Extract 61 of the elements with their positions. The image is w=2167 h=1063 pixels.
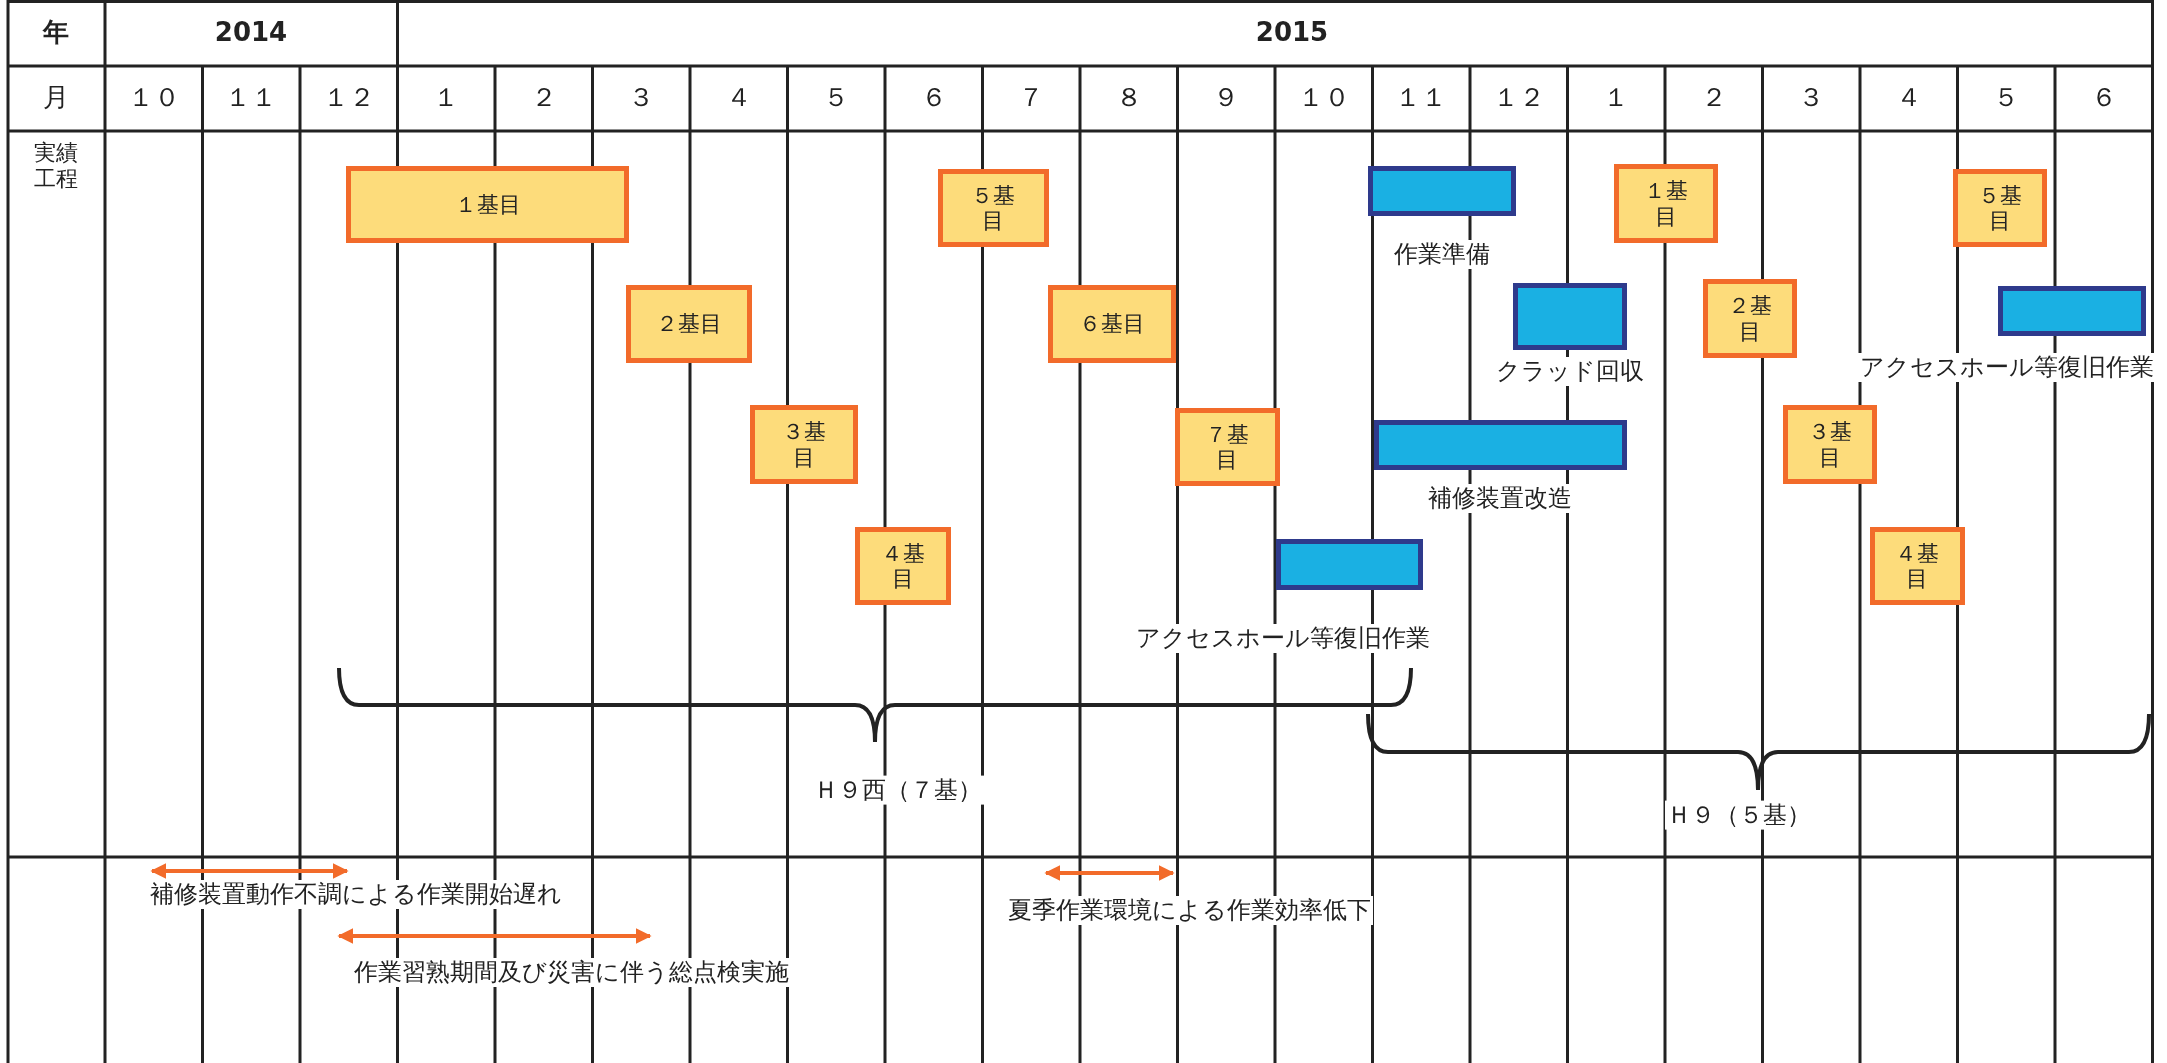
header-cell: 年 xyxy=(43,17,69,49)
task-box xyxy=(1175,408,1280,486)
month-cell: ７ xyxy=(1018,82,1045,114)
month-cell: １１ xyxy=(225,82,278,114)
task-label: ５基目 xyxy=(1977,182,2023,234)
task-box xyxy=(1048,285,1176,363)
task-label: １基目 xyxy=(454,191,521,218)
month-cell: ３ xyxy=(628,82,655,114)
task-box xyxy=(626,285,752,363)
task-box xyxy=(1614,164,1718,243)
task-caption: 作業準備 xyxy=(1392,240,1492,269)
task-box xyxy=(1703,279,1797,358)
month-cell: ３ xyxy=(1798,82,1825,114)
month-cell: ９ xyxy=(1213,82,1240,114)
month-cell: ６ xyxy=(2090,82,2117,114)
task-bar xyxy=(1374,420,1627,470)
task-label: ５基目 xyxy=(970,182,1017,234)
month-cell: １１ xyxy=(1395,82,1448,114)
task-label: ４基目 xyxy=(1894,540,1941,592)
header-cell: 月 xyxy=(43,82,69,114)
month-cell: １ xyxy=(1603,82,1630,114)
month-cell: ５ xyxy=(823,82,850,114)
task-bar xyxy=(1513,283,1627,350)
header-cell: 2014 xyxy=(214,17,288,49)
task-label: ７基目 xyxy=(1204,421,1251,473)
task-box xyxy=(855,527,951,605)
task-bar xyxy=(1276,539,1423,590)
month-cell: ４ xyxy=(725,82,752,114)
task-box xyxy=(938,169,1049,247)
header-cell: 2015 xyxy=(1255,17,1329,49)
task-box xyxy=(1953,169,2047,247)
month-cell: １ xyxy=(433,82,460,114)
task-label: ３基目 xyxy=(781,419,827,470)
month-cell: １０ xyxy=(1297,82,1350,114)
task-label: ２基目 xyxy=(656,311,722,337)
task-label: １基目 xyxy=(1643,178,1689,229)
task-box xyxy=(1870,527,1965,605)
task-caption: アクセスホール等復旧作業 xyxy=(1858,353,2156,382)
note-text: 夏季作業環境による作業効率低下 xyxy=(1006,896,1373,925)
month-cell: ８ xyxy=(1115,82,1142,114)
task-caption: 補修装置改造 xyxy=(1426,484,1574,513)
task-box xyxy=(750,405,858,484)
month-cell: ２ xyxy=(530,82,557,114)
task-box xyxy=(1783,405,1877,484)
month-cell: １０ xyxy=(127,82,180,114)
row-header: 実績工程 xyxy=(34,140,78,193)
month-cell: ２ xyxy=(1700,82,1727,114)
note-text: 作業習熟期間及び災害に伴う総点検実施 xyxy=(352,958,791,987)
month-cell: １２ xyxy=(1492,82,1545,114)
note-text: 補修装置動作不調による作業開始遅れ xyxy=(148,880,564,909)
task-label: ３基目 xyxy=(1807,419,1853,470)
month-cell: １２ xyxy=(322,82,375,114)
task-label: ６基目 xyxy=(1079,311,1145,337)
task-bar xyxy=(1368,166,1516,216)
month-cell: ５ xyxy=(1993,82,2020,114)
month-cell: ４ xyxy=(1895,82,1922,114)
task-box xyxy=(346,166,629,243)
task-label: ４基目 xyxy=(880,540,926,592)
month-cell: ６ xyxy=(920,82,947,114)
task-label: ２基目 xyxy=(1727,293,1773,344)
task-bar xyxy=(1998,286,2146,336)
